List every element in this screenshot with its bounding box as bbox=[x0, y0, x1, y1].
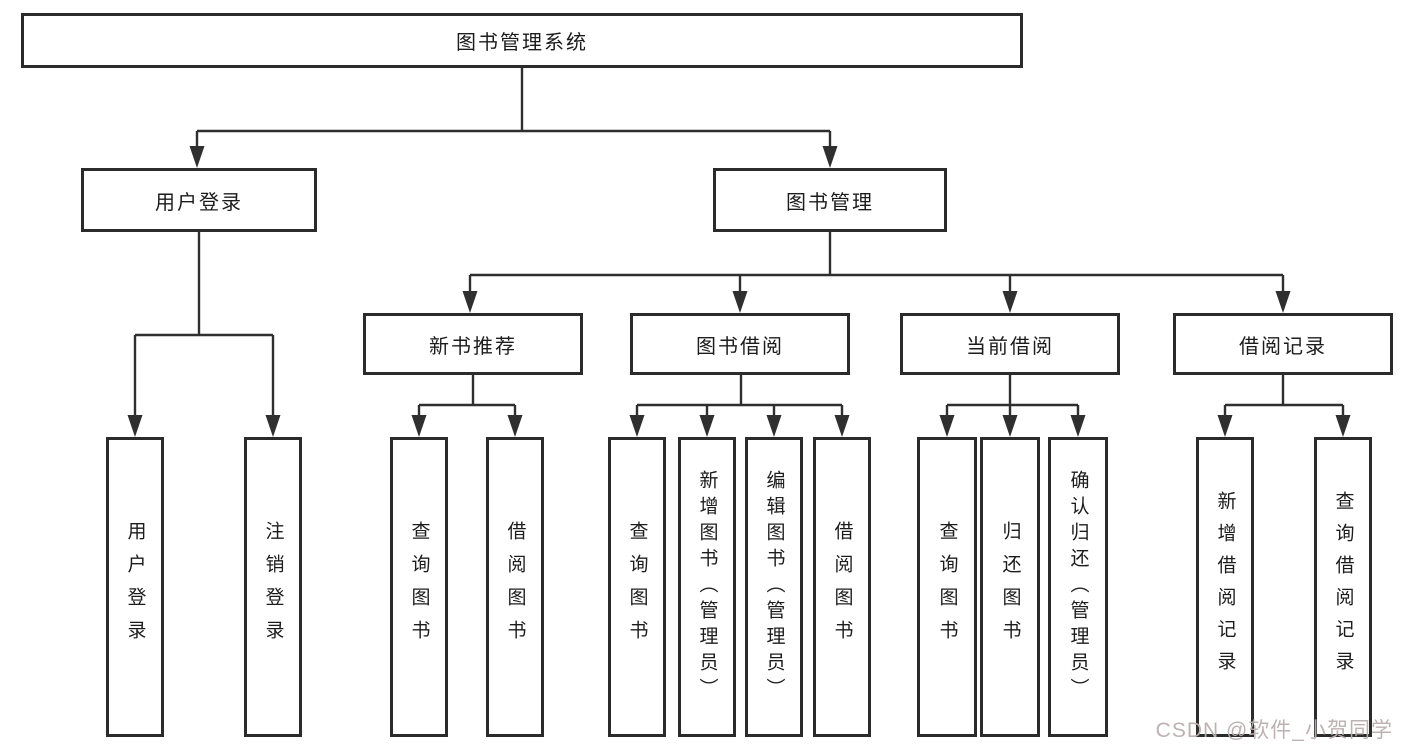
arrowhead bbox=[189, 146, 205, 168]
edge-userlogin-leaves bbox=[133, 232, 275, 416]
node-book-management-label: 图书管理 bbox=[786, 191, 874, 214]
leaf-borrow-query-books-label: 查询图书 bbox=[626, 521, 648, 653]
node-book-borrow: 图书借阅 bbox=[630, 313, 850, 375]
arrowheads bbox=[127, 146, 1351, 437]
leaf-newbook-query-books: 查询图书 bbox=[390, 437, 448, 737]
leaf-borrow-edit-books-admin-label: 编辑图书（管理员） bbox=[763, 470, 785, 704]
arrowhead bbox=[411, 415, 427, 437]
arrowhead bbox=[1070, 415, 1086, 437]
leaf-borrow-borrow-books: 借阅图书 bbox=[813, 437, 871, 737]
arrowhead bbox=[939, 415, 955, 437]
node-user-login-label: 用户登录 bbox=[155, 191, 243, 214]
arrowhead bbox=[1275, 291, 1291, 313]
node-new-book-recommend: 新书推荐 bbox=[363, 313, 583, 375]
leaf-borrow-query-books: 查询图书 bbox=[608, 437, 666, 737]
node-book-borrow-label: 图书借阅 bbox=[696, 335, 784, 358]
edge-newbook-leaves bbox=[417, 375, 517, 416]
arrowhead bbox=[265, 415, 281, 437]
node-borrow-records: 借阅记录 bbox=[1173, 313, 1393, 375]
leaf-newbook-borrow-books: 借阅图书 bbox=[486, 437, 544, 737]
leaf-logout-label: 注销登录 bbox=[262, 521, 284, 653]
arrowhead bbox=[629, 415, 645, 437]
arrowhead bbox=[699, 415, 715, 437]
leaf-borrow-edit-books-admin: 编辑图书（管理员） bbox=[745, 437, 803, 737]
node-current-borrow: 当前借阅 bbox=[900, 313, 1120, 375]
node-book-management: 图书管理 bbox=[713, 168, 947, 232]
node-user-login: 用户登录 bbox=[81, 168, 317, 232]
arrowhead bbox=[1217, 415, 1233, 437]
arrowhead bbox=[507, 415, 523, 437]
leaf-current-confirm-return-admin-label: 确认归还（管理员） bbox=[1067, 470, 1089, 704]
node-current-borrow-label: 当前借阅 bbox=[966, 335, 1054, 358]
arrowhead bbox=[822, 146, 838, 168]
csdn-watermark: CSDN @软件_小贺同学 bbox=[1155, 719, 1393, 742]
leaf-logout: 注销登录 bbox=[244, 437, 302, 737]
leaf-current-confirm-return-admin: 确认归还（管理员） bbox=[1048, 437, 1108, 737]
node-root-system: 图书管理系统 bbox=[21, 13, 1023, 68]
arrowhead bbox=[834, 415, 850, 437]
leaf-newbook-borrow-books-label: 借阅图书 bbox=[504, 521, 526, 653]
leaf-current-query-books: 查询图书 bbox=[917, 437, 977, 737]
edge-root-level1 bbox=[195, 68, 832, 147]
edge-records-leaves bbox=[1223, 375, 1345, 416]
node-borrow-records-label: 借阅记录 bbox=[1239, 335, 1327, 358]
leaf-records-add-record-label: 新增借阅记录 bbox=[1214, 491, 1236, 683]
arrowhead bbox=[1002, 291, 1018, 313]
edge-current-leaves bbox=[945, 375, 1080, 416]
leaf-user-login: 用户登录 bbox=[106, 437, 164, 737]
leaf-records-add-record: 新增借阅记录 bbox=[1196, 437, 1254, 737]
leaf-user-login-label: 用户登录 bbox=[124, 521, 146, 653]
leaf-current-return-books-label: 归还图书 bbox=[999, 521, 1021, 653]
arrowhead bbox=[462, 291, 478, 313]
edge-borrow-leaves bbox=[635, 375, 844, 416]
leaf-borrow-add-books-admin-label: 新增图书（管理员） bbox=[696, 470, 718, 704]
leaf-current-return-books: 归还图书 bbox=[980, 437, 1040, 737]
leaf-current-query-books-label: 查询图书 bbox=[936, 521, 958, 653]
leaf-records-query-record-label: 查询借阅记录 bbox=[1332, 491, 1354, 683]
arrowhead bbox=[127, 415, 143, 437]
arrowhead bbox=[1002, 415, 1018, 437]
arrowhead bbox=[766, 415, 782, 437]
edge-management-level2 bbox=[468, 232, 1285, 292]
leaf-records-query-record: 查询借阅记录 bbox=[1314, 437, 1372, 737]
leaf-newbook-query-books-label: 查询图书 bbox=[408, 521, 430, 653]
arrowhead bbox=[732, 291, 748, 313]
leaf-borrow-borrow-books-label: 借阅图书 bbox=[831, 521, 853, 653]
node-new-book-recommend-label: 新书推荐 bbox=[429, 335, 517, 358]
node-root-label: 图书管理系统 bbox=[456, 32, 588, 54]
leaf-borrow-add-books-admin: 新增图书（管理员） bbox=[678, 437, 736, 737]
arrowhead bbox=[1335, 415, 1351, 437]
